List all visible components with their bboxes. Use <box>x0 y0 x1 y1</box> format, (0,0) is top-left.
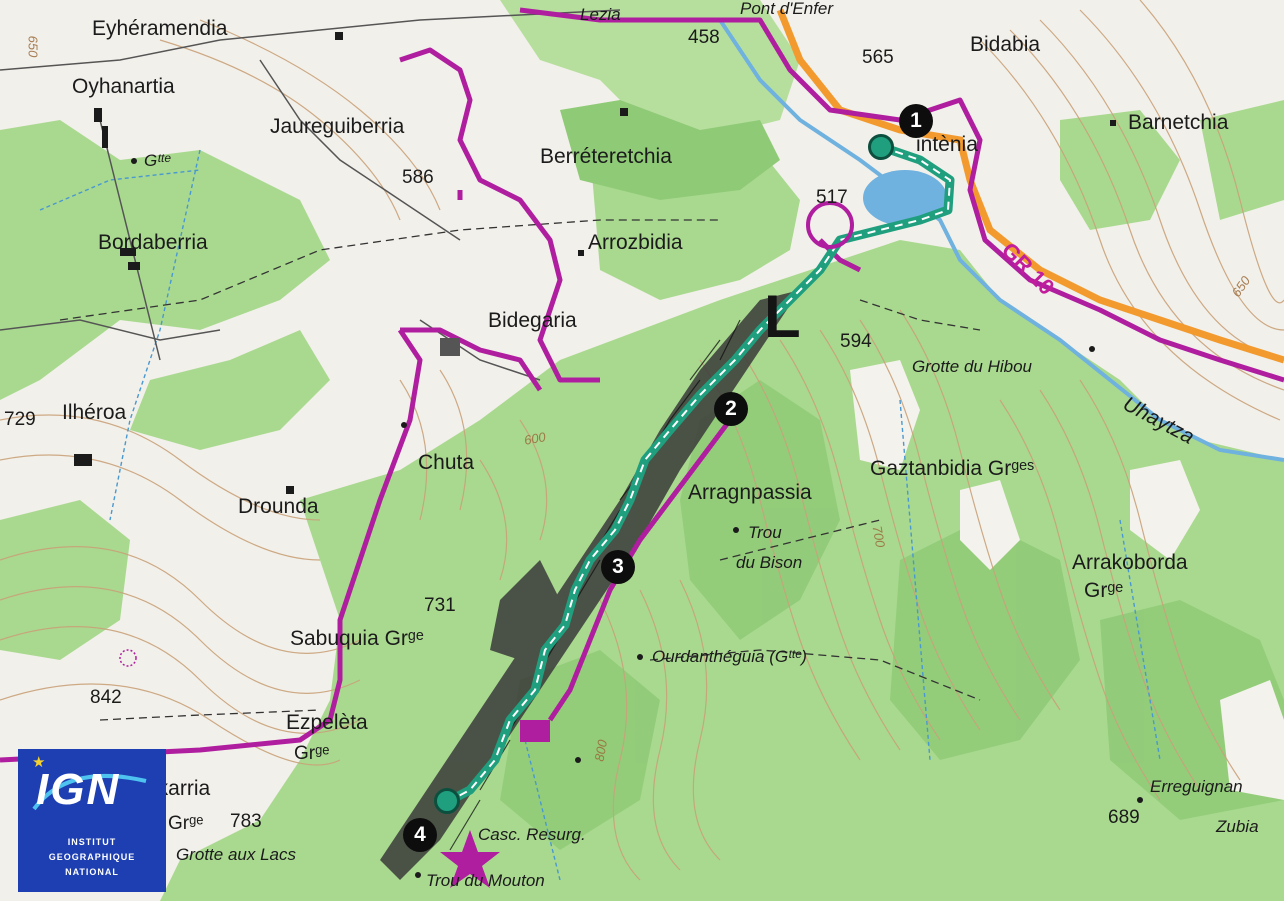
place-jaureguiberria: Jaureguiberria <box>270 115 405 138</box>
altitude-517: 517 <box>816 187 848 208</box>
hiking-route <box>442 142 955 807</box>
place-gr-left: Grᵍᵉ <box>168 813 204 834</box>
altitude-586: 586 <box>402 167 434 188</box>
waypoint-1[interactable]: 1 <box>899 104 933 138</box>
cliff-hatching <box>380 290 800 880</box>
place-barnetchia: Barnetchia <box>1128 111 1229 134</box>
place-bidabia: Bidabia <box>970 33 1041 56</box>
place-gaztanbidia: Gaztanbidia Grᵍᵉˢ <box>870 457 1035 480</box>
contour-700: 700 <box>869 524 889 549</box>
altitude-458: 458 <box>688 27 720 48</box>
place-bidegaria: Bidegaria <box>488 309 577 332</box>
star-icon: ★ <box>32 754 46 771</box>
feature-trou-du-mouton: Trou du Mouton <box>426 871 545 890</box>
waypoint-4[interactable]: 4 <box>403 818 437 852</box>
clearings <box>850 360 1284 800</box>
ign-line-3: NATIONAL <box>65 867 119 877</box>
ign-logo: ★ IGN INSTITUT GEOGRAPHIQUE NATIONAL <box>18 749 166 892</box>
roads <box>0 9 621 381</box>
route-end-point[interactable] <box>434 788 460 814</box>
ign-line-1: INSTITUT <box>67 837 117 847</box>
tracks <box>59 219 981 721</box>
place-arragnpassia: Arragnpassia <box>688 481 812 504</box>
place-oyhanartia: Oyhanartia <box>72 75 175 98</box>
place-pont-enfer: Pont d'Enfer <box>740 0 834 18</box>
feature-grotte-aux-lacs: Grotte aux Lacs <box>176 845 297 864</box>
spring-marker <box>119 649 137 667</box>
place-berreteretchia: Berréteretchia <box>540 145 672 168</box>
ign-line-2: GEOGRAPHIQUE <box>48 852 136 862</box>
viewpoint-mark: L <box>764 283 801 350</box>
spot-points <box>131 158 1143 878</box>
place-ezpeleta: Ezpelèta <box>286 711 368 734</box>
lake <box>863 170 947 226</box>
feature-erreguignan: Erreguignan <box>1150 777 1243 796</box>
waypoint-2[interactable]: 2 <box>714 392 748 426</box>
altitude-689: 689 <box>1108 807 1140 828</box>
contour-600: 600 <box>522 429 547 448</box>
altitude-731: 731 <box>424 595 456 616</box>
river <box>718 18 1284 462</box>
feature-casc-resurg: Casc. Resurg. <box>478 825 586 844</box>
ign-letters: IGN <box>36 765 121 814</box>
feature-trou-bison-line2: du Bison <box>736 553 803 572</box>
feature-markers <box>440 201 854 888</box>
place-arrakoborda: Arrakoborda <box>1072 551 1188 574</box>
place-ezpeleta-gr: Grᵍᵉ <box>294 743 330 764</box>
place-eyheramendia: Eyhéramendia <box>92 17 228 40</box>
place-chuta: Chuta <box>418 451 475 474</box>
contour-650-left: 650 <box>25 35 41 58</box>
place-arrakoborda-gr: Grᵍᵉ <box>1084 579 1124 602</box>
place-drounda: Drounda <box>238 495 319 518</box>
place-lezia: Lezia <box>580 5 621 24</box>
swoosh-icon <box>32 774 147 811</box>
altitude-729: 729 <box>4 409 36 430</box>
main-road <box>776 8 1284 364</box>
waypoint-3[interactable]: 3 <box>601 550 635 584</box>
place-bordaberria: Bordaberria <box>98 231 208 254</box>
feature-trou-bison-line1: Trou <box>748 523 782 542</box>
place-sabuquia: Sabuquia Grᵍᵉ <box>290 627 424 650</box>
place-arrozbidia: Arrozbidia <box>588 231 683 254</box>
altitude-842: 842 <box>90 687 122 708</box>
contour-800: 800 <box>591 738 611 763</box>
feature-gire: Gᵗᵗᵉ <box>144 151 171 170</box>
streams <box>39 149 1161 881</box>
altitude-594: 594 <box>840 331 872 352</box>
place-intenia: intènia <box>916 133 978 156</box>
altitude-565: 565 <box>862 47 894 68</box>
feature-ourdantheguia: Ourdanthéguia (Gᵗᵗᵉ) <box>652 647 807 666</box>
route-start-point[interactable] <box>868 134 894 160</box>
feature-grotte-hibou: Grotte du Hibou <box>912 357 1033 376</box>
contour-lines <box>0 0 1284 881</box>
place-ilheroa: Ilhéroa <box>62 401 127 424</box>
buildings <box>74 32 1116 494</box>
altitude-783: 783 <box>230 811 262 832</box>
place-zubia: Zubia <box>1216 817 1259 836</box>
